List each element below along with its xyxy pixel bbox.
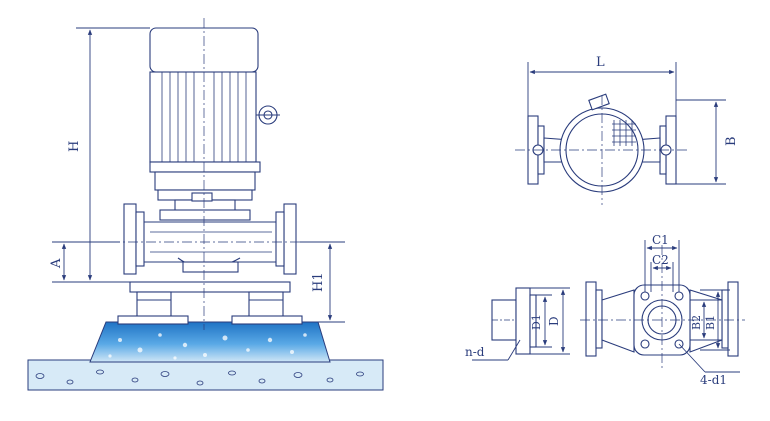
- side-centerlines: [110, 18, 325, 330]
- motor-fins: [161, 72, 247, 162]
- dim-label-H: H: [67, 141, 82, 152]
- top-hatch: [612, 120, 636, 146]
- flange-dimensions: [472, 287, 570, 361]
- foundation-block: [27, 321, 384, 391]
- pump-side-view: [117, 27, 303, 325]
- motor-body: [149, 71, 257, 163]
- dim-label-A: A: [49, 258, 64, 269]
- side-dimensions: [52, 27, 345, 323]
- dim-label-B1: B1: [704, 315, 717, 330]
- dim-label-H1: H1: [311, 272, 326, 292]
- top-dimensions: [527, 62, 726, 185]
- dim-label-4-d1: 4-d1: [700, 373, 727, 387]
- dim-label-D: D: [547, 316, 561, 326]
- base-centerlines: [580, 245, 745, 370]
- outlet-flange: [283, 203, 297, 275]
- flange-detail: [491, 287, 537, 355]
- dim-label-D1: D1: [530, 314, 543, 330]
- dim-label-B2: B2: [690, 315, 703, 330]
- top-centerlines: [515, 95, 690, 205]
- dim-label-C1: C1: [652, 233, 669, 247]
- dim-label-L: L: [596, 55, 605, 70]
- base-dimensions: [644, 240, 740, 373]
- inlet-flange: [123, 203, 137, 275]
- pump-base: [129, 281, 291, 293]
- dim-label-B: B: [724, 136, 739, 146]
- dim-label-n-d: n-d: [465, 345, 485, 359]
- dim-label-C2: C2: [652, 253, 669, 267]
